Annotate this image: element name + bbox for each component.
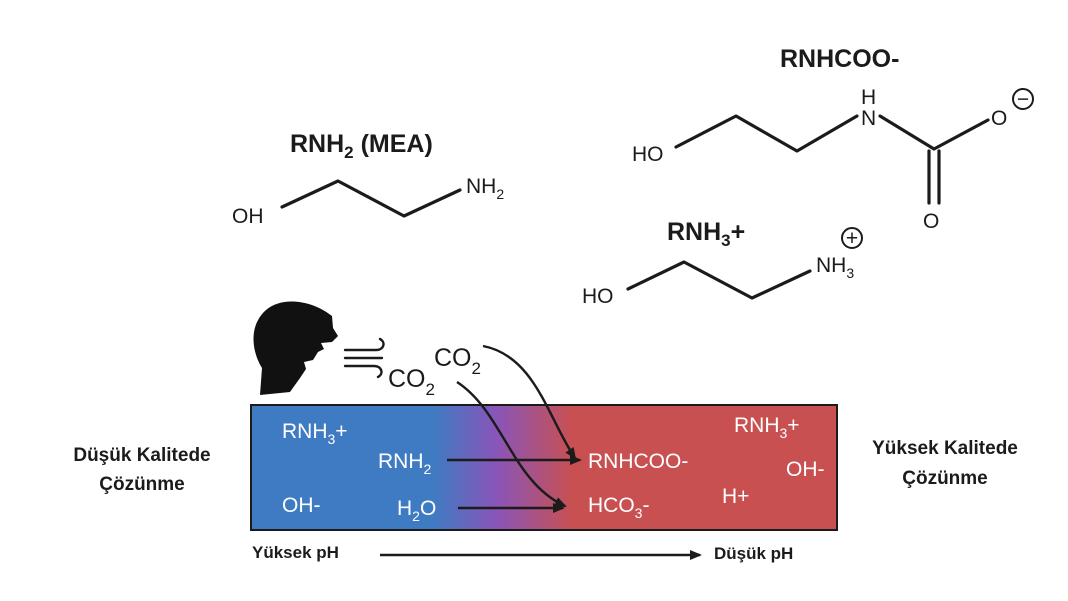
species-hplus: H+: [722, 485, 749, 508]
carbamate-molecule: RNHCOO- HO H N O O −: [632, 45, 1034, 233]
mea-title: RNH2 (MEA): [290, 130, 433, 162]
ph-high-label: Yüksek pH: [252, 543, 339, 562]
mea-molecule: RNH2 (MEA) OH NH2: [232, 130, 504, 228]
ammonium-ho-label: HO: [582, 285, 614, 308]
mea-nh2-label: NH2: [466, 175, 504, 202]
species-rnh3-right: RNH3+: [734, 414, 800, 441]
co2-label-upper: CO2: [434, 344, 481, 378]
species-rnh2: RNH2: [378, 450, 432, 477]
species-rnh3-left: RNH3+: [282, 420, 348, 447]
arrow-co2-lower-to-hco3: [456, 380, 567, 508]
ammonium-nh3-label: NH3: [816, 254, 854, 281]
carbamate-skeleton-right: [878, 114, 990, 151]
ammonium-molecule: RNH3+ HO NH3 +: [582, 218, 863, 308]
breath-wind-icon: [343, 337, 385, 379]
ammonium-title: RNH3+: [667, 218, 745, 250]
ammonium-skeleton: [626, 260, 812, 300]
left-side-label-line2: Çözünme: [99, 474, 185, 495]
negative-charge-symbol: −: [1017, 88, 1029, 111]
species-oh-right: OH-: [786, 458, 825, 481]
carbamate-skeleton-left: [674, 114, 859, 153]
person-exhaling-icon: [253, 301, 338, 395]
right-side-label-line1: Yüksek Kalitede: [872, 438, 1018, 459]
positive-charge-symbol: +: [846, 227, 858, 250]
co2-label-lower: CO2: [388, 365, 435, 399]
negative-charge-icon: [1012, 88, 1034, 110]
left-side-label-line1: Düşük Kalitede: [73, 445, 210, 466]
species-hco3: HCO3-: [588, 494, 649, 521]
right-side-label-line2: Çözünme: [902, 468, 988, 489]
arrow-co2-upper-to-rnhcoo: [482, 344, 577, 460]
species-oh-left: OH-: [282, 494, 321, 517]
carbamate-title: RNHCOO-: [780, 45, 899, 73]
carbamate-n-label: N: [861, 107, 876, 130]
species-h2o: H2O: [397, 497, 436, 524]
species-rnhcoo: RNHCOO-: [588, 450, 688, 473]
mea-skeleton: [280, 179, 462, 218]
carbamate-h-label: H: [861, 86, 876, 109]
ph-low-label: Düşük pH: [714, 544, 793, 563]
carbamate-o-single-label: O: [991, 107, 1007, 130]
mea-oh-label: OH: [232, 205, 264, 228]
positive-charge-icon: [841, 227, 863, 249]
carbamate-ho-label: HO: [632, 143, 664, 166]
carbamate-o-double-label: O: [923, 210, 939, 233]
